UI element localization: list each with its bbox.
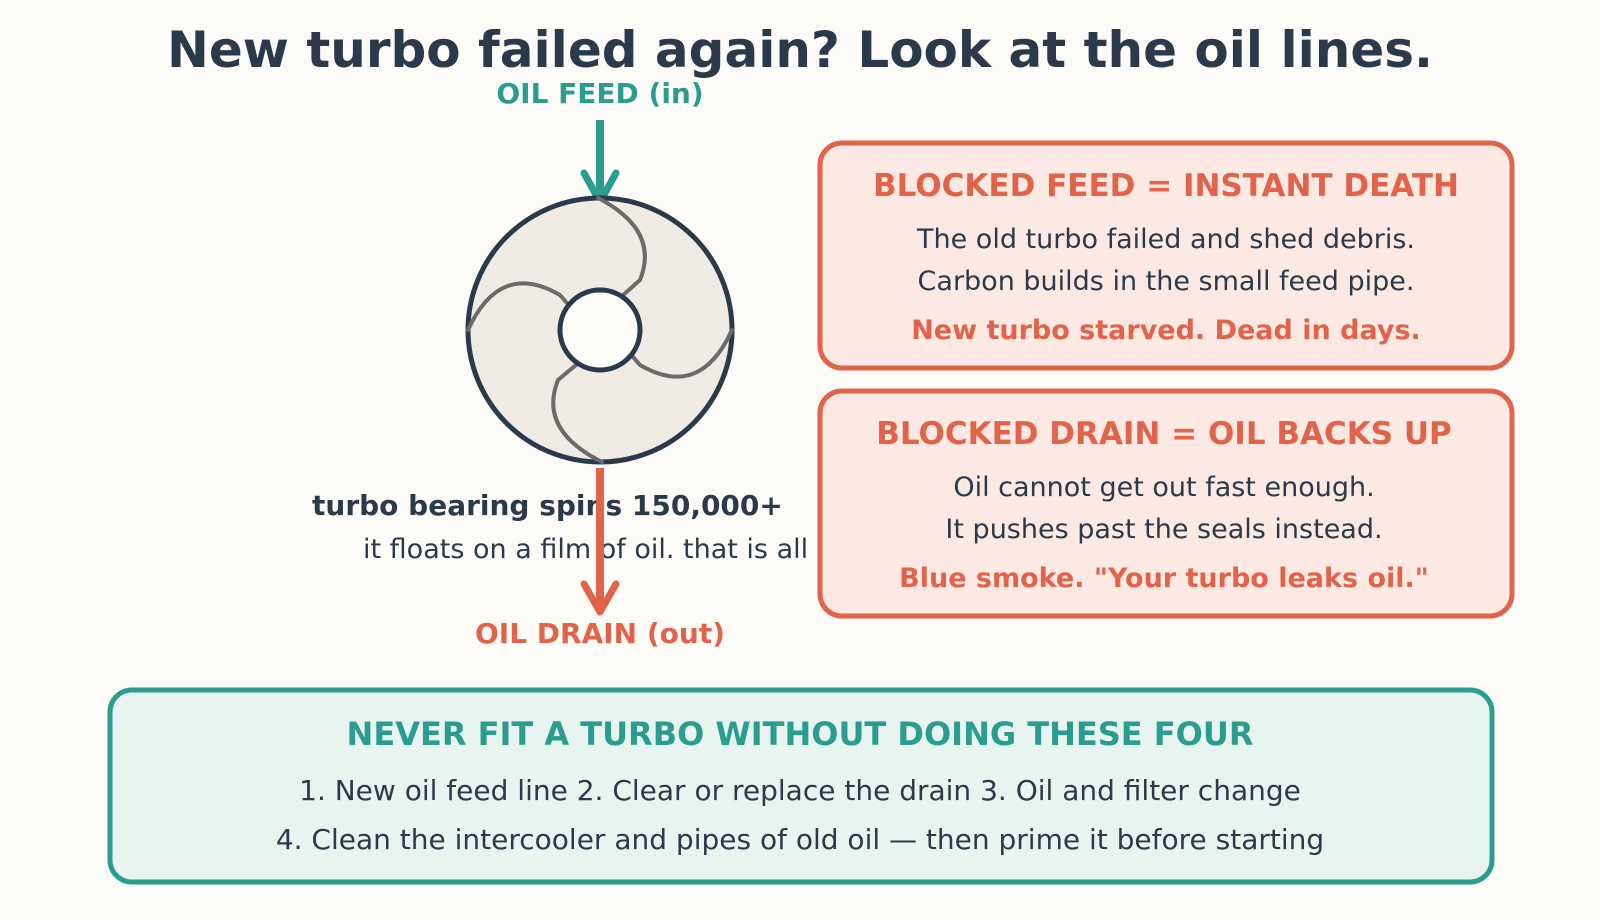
checklist-box: NEVER FIT A TURBO WITHOUT DOING THESE FO… (107, 687, 1495, 885)
checklist-line-1: 1. New oil feed line 2. Clear or replace… (299, 774, 1301, 807)
page-title: New turbo failed again? Look at the oil … (167, 21, 1433, 79)
oil-feed-arrow (580, 120, 620, 206)
blocked-drain-heading: BLOCKED DRAIN = OIL BACKS UP (876, 416, 1452, 452)
oil-feed-label: OIL FEED (in) (496, 77, 703, 110)
blocked-feed-heading: BLOCKED FEED = INSTANT DEATH (873, 168, 1459, 204)
checklist-line-2: 4. Clean the intercooler and pipes of ol… (276, 823, 1324, 856)
blocked-drain-emphasis: Blue smoke. "Your turbo leaks oil." (899, 563, 1429, 594)
blocked-feed-emphasis: New turbo starved. Dead in days. (911, 315, 1421, 346)
checklist-heading: NEVER FIT A TURBO WITHOUT DOING THESE FO… (347, 715, 1254, 753)
blocked-feed-card: BLOCKED FEED = INSTANT DEATH The old tur… (817, 140, 1515, 371)
oil-drain-arrow (580, 468, 620, 616)
oil-film-caption: it floats on a film of oil. that is all (363, 534, 808, 565)
blocked-feed-line-2: Carbon builds in the small feed pipe. (918, 266, 1415, 297)
bearing-speed-caption: turbo bearing spins 150,000+ (312, 489, 783, 522)
oil-drain-label: OIL DRAIN (out) (475, 617, 725, 650)
turbo-wheel-icon (465, 195, 735, 465)
blocked-drain-line-1: Oil cannot get out fast enough. (953, 472, 1374, 503)
blocked-drain-line-2: It pushes past the seals instead. (945, 514, 1382, 545)
blocked-drain-card: BLOCKED DRAIN = OIL BACKS UP Oil cannot … (817, 388, 1515, 619)
blocked-feed-line-1: The old turbo failed and shed debris. (916, 224, 1415, 255)
